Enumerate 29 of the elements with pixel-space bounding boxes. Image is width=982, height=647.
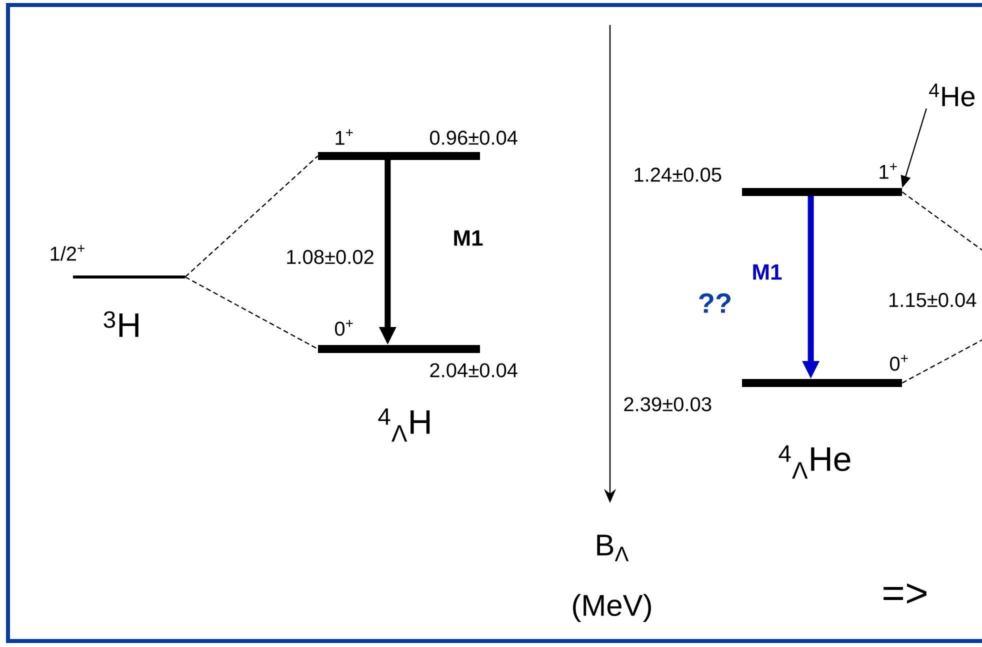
- value-label: 1.08±0.02: [287, 250, 374, 264]
- implication-sign: =>: [884, 583, 926, 604]
- energy-level: 1/2$^{+}$ $^{3}$H: [50, 245, 185, 337]
- edge-label: M1: [753, 264, 782, 280]
- energy-level: 1$^{+}$ 0.96±0.04: [318, 129, 518, 160]
- energy-level: 0$^{+}$ 2.04±0.04: [318, 320, 518, 378]
- node-label: 1/2$^{+}$: [50, 244, 84, 261]
- node-label: 1.24±0.05: [634, 168, 722, 182]
- node-label: $^{3}$H: [104, 311, 138, 337]
- question-marks: ??: [699, 293, 730, 313]
- node-label: 1$^{+}$: [336, 129, 353, 145]
- node-label: 0$^{+}$: [890, 354, 908, 371]
- axis-label: B$_{Λ}$: [597, 534, 629, 562]
- connector-line: [184, 156, 318, 278]
- nucleus-label: $^{4}$He: [929, 84, 975, 106]
- connector-line: [902, 339, 982, 384]
- node-label: 2.39±0.03: [624, 397, 712, 412]
- connector-line: [184, 276, 318, 350]
- node-label: 1$^{+}$: [880, 163, 897, 179]
- nucleus-label: 4$_{Λ}$He: [778, 445, 850, 479]
- value-label: 1.15±0.04: [890, 292, 976, 308]
- energy-level: 0$^{+}$ 2.39±0.03: [624, 355, 908, 412]
- node-label: 0.96±0.04: [430, 130, 518, 145]
- node-label: 0$^{+}$: [334, 320, 353, 336]
- unit-label: (MeV): [573, 594, 651, 622]
- energy-level: 1.24±0.05 1$^{+}$: [634, 163, 902, 196]
- node-label: 2.04±0.04: [430, 363, 518, 378]
- edge-label: M1: [454, 230, 483, 246]
- connector-line: [902, 192, 982, 250]
